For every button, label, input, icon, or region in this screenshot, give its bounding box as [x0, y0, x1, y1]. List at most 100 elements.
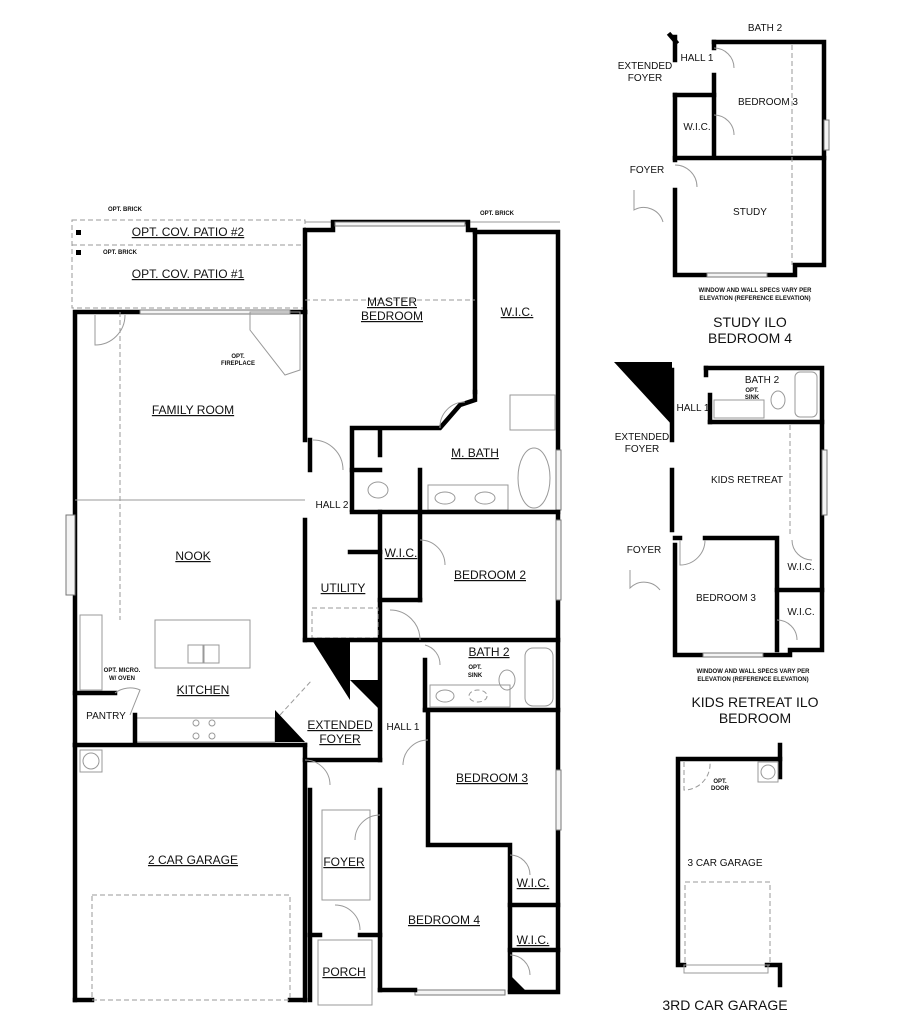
toilet	[367, 481, 389, 499]
opt-door	[683, 761, 711, 791]
kids-retreat-option-plan: BATH 2 OPT. SINK HALL 1 EXTENDED FOYER K…	[614, 362, 828, 726]
elevation-note: ELEVATION (REFERENCE ELEVATION)	[697, 677, 808, 683]
wic-door[interactable]	[509, 854, 531, 876]
front-door[interactable]	[334, 904, 361, 931]
wic-door[interactable]	[713, 114, 735, 136]
opt-sink-label: SINK	[468, 673, 483, 679]
garage-door	[91, 894, 291, 1001]
wic-label: W.I.C.	[517, 933, 550, 947]
elevation-note: WINDOW AND WALL SPECS VARY PER	[697, 669, 811, 675]
porch-label: PORCH	[322, 965, 365, 979]
option-title: 3RD CAR GARAGE	[662, 997, 787, 1013]
bedroom-3-door[interactable]	[402, 739, 429, 766]
window	[555, 519, 562, 601]
opt-sink-label: OPT.	[468, 665, 482, 671]
hall-1-label: HALL 1	[677, 403, 710, 414]
porch	[317, 939, 373, 1006]
bedroom-2-door[interactable]	[389, 609, 421, 641]
bathtub	[794, 371, 818, 418]
hall-2-door[interactable]	[312, 439, 344, 471]
master-bedroom-label: BEDROOM	[361, 309, 423, 323]
hall-1-label: HALL 1	[387, 722, 420, 733]
opt-brick-label: OPT. BRICK	[480, 211, 515, 217]
extended-foyer-label: EXTENDED	[307, 718, 373, 732]
wic-label: W.I.C.	[683, 122, 710, 133]
extended-foyer-label: FOYER	[625, 444, 659, 455]
extended-foyer-label: FOYER	[628, 73, 662, 84]
pantry-label: PANTRY	[86, 711, 126, 722]
garage-label: 3 CAR GARAGE	[687, 858, 762, 869]
water-heater	[79, 749, 103, 773]
option-title: STUDY ILO	[713, 314, 787, 330]
window	[702, 652, 764, 658]
kids-retreat-label: KIDS RETREAT	[711, 475, 783, 486]
window	[555, 769, 562, 831]
window	[821, 449, 828, 516]
wic-label: W.I.C.	[517, 876, 550, 890]
foyer-closet	[321, 809, 371, 901]
elevation-note: WINDOW AND WALL SPECS VARY PER	[699, 288, 813, 294]
vanity	[429, 684, 511, 708]
garage-door	[684, 881, 771, 966]
option-title: BEDROOM	[719, 710, 791, 726]
wic-label: W.I.C.	[787, 607, 814, 618]
bathtub	[517, 447, 551, 509]
window	[706, 272, 768, 278]
opt-brick-label: OPT. BRICK	[108, 207, 143, 213]
patio-2-label: OPT. COV. PATIO #2	[132, 225, 245, 239]
extended-foyer-label: EXTENDED	[615, 432, 669, 443]
bathtub	[524, 647, 554, 707]
foyer-label: FOYER	[627, 545, 661, 556]
nook-label: NOOK	[175, 549, 210, 563]
front-door[interactable]	[629, 570, 661, 591]
shower	[509, 394, 556, 431]
hall-1-label: HALL 1	[681, 53, 714, 64]
bath-2-label: BATH 2	[745, 375, 780, 386]
bedroom-4-label: BEDROOM 4	[408, 913, 480, 927]
cooktop-burner	[192, 719, 200, 727]
wic-door[interactable]	[776, 619, 798, 641]
hall-2-label: HALL 2	[316, 500, 349, 511]
front-door[interactable]	[633, 190, 664, 223]
bedroom-4-door[interactable]	[354, 814, 381, 841]
opt-brick-label: OPT. BRICK	[103, 250, 138, 256]
bedroom-3-label: BEDROOM 3	[696, 593, 756, 604]
third-car-garage-plan: OPT. DOOR 3 CAR GARAGE 3RD CAR GARAGE	[662, 742, 788, 1013]
foyer-label: FOYER	[323, 855, 365, 869]
pantry-door[interactable]	[114, 687, 141, 716]
patio-1-label: OPT. COV. PATIO #1	[132, 267, 245, 281]
window	[414, 989, 506, 996]
wic-door[interactable]	[509, 954, 531, 976]
study-door[interactable]	[674, 164, 698, 188]
study-option-plan: BATH 2 HALL 1 EXTENDED FOYER BEDROOM 3 W…	[618, 23, 830, 346]
extended-foyer-label: EXTENDED	[618, 61, 672, 72]
toilet	[498, 669, 516, 691]
window	[555, 449, 562, 511]
window	[334, 221, 466, 227]
main-floor-plan: OPT. BRICK OPT. BRICK OPT. BRICK OPT. CO…	[65, 207, 562, 1006]
bedroom-door[interactable]	[679, 539, 706, 566]
master-bath-door[interactable]	[439, 401, 466, 429]
patio-door[interactable]	[94, 314, 126, 346]
wic-door[interactable]	[791, 539, 813, 561]
study-label: STUDY	[733, 207, 767, 218]
opt-sink-label: OPT.	[745, 388, 759, 394]
bedroom-door[interactable]	[713, 47, 735, 69]
bath-2-door[interactable]	[424, 644, 441, 666]
fireplace-label: FIREPLACE	[221, 361, 255, 367]
option-title: BEDROOM 4	[708, 330, 792, 346]
washer-dryer	[311, 607, 379, 639]
master-wic-label: W.I.C.	[501, 305, 534, 319]
sink-icon	[187, 644, 204, 664]
opt-door-label: OPT.	[713, 779, 727, 785]
kitchen-island	[154, 619, 251, 669]
fireplace-label: OPT.	[231, 354, 245, 360]
foyer-door[interactable]	[304, 759, 331, 786]
bath-2-label: BATH 2	[468, 645, 509, 659]
water-heater	[757, 761, 779, 783]
wic-door[interactable]	[419, 539, 446, 566]
master-bath-label: M. BATH	[451, 446, 499, 460]
extended-foyer-label: FOYER	[319, 732, 361, 746]
window	[65, 514, 76, 596]
